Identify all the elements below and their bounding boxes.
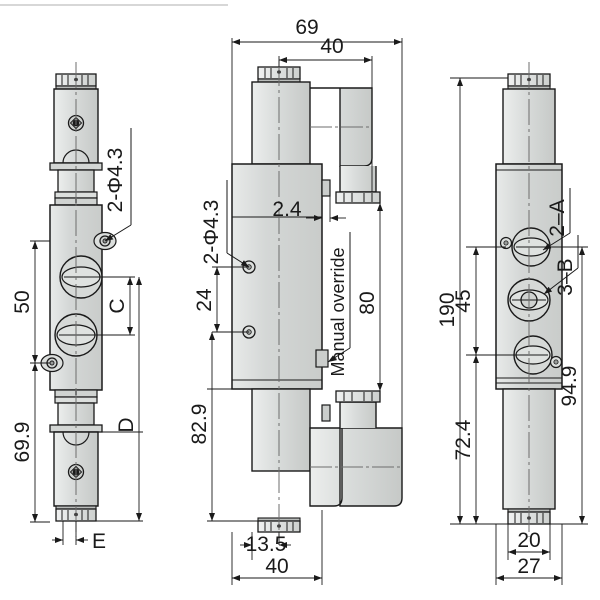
side-callout-leader xyxy=(226,180,250,268)
manual-override-tab-upper xyxy=(321,179,331,197)
dim-69-9: 69.9 xyxy=(11,422,34,463)
dim-D: D xyxy=(115,417,138,432)
front-callout-leader xyxy=(104,128,132,242)
side-main-body xyxy=(231,163,331,422)
side-upper-connector xyxy=(310,87,381,204)
dim-E: E xyxy=(92,530,106,553)
dim-20: 20 xyxy=(517,529,540,552)
front-port-a xyxy=(59,255,103,299)
manual-override-tab-lower xyxy=(321,404,331,422)
side-lower-connector xyxy=(309,390,403,507)
dim-50: 50 xyxy=(11,290,34,313)
side-upper-solenoid xyxy=(251,81,311,165)
callout-3-B: 3–B xyxy=(554,258,577,295)
dim-2-4: 2.4 xyxy=(272,198,302,221)
side-lower-solenoid xyxy=(251,388,311,472)
rear-callout-2a-leader xyxy=(542,188,571,251)
callout-2-phi-4-3-front: 2-Φ4.3 xyxy=(104,148,127,213)
side-top-dimension-lines xyxy=(231,38,403,428)
dim-94-9: 94.9 xyxy=(558,366,581,407)
dim-24: 24 xyxy=(193,288,216,312)
dim-72-4: 72.4 xyxy=(452,419,475,460)
side-left-dimension-lines xyxy=(207,266,258,522)
rear-callout-3b-leader xyxy=(543,235,579,295)
front-view-group: 50 69.9 C D E 2-Φ4.3 xyxy=(11,62,143,553)
rear-mounting-hole-lower xyxy=(549,355,563,369)
manual-override-leader xyxy=(327,232,351,363)
dim-27: 27 xyxy=(517,555,540,578)
rear-view-group: 190 45 72.4 94.9 20 27 2–A 3–B xyxy=(436,62,588,585)
rear-mounting-hole-upper xyxy=(499,236,513,250)
dim-82-9: 82.9 xyxy=(188,404,211,445)
dim-45: 45 xyxy=(452,289,475,312)
dim-C: C xyxy=(106,298,129,313)
dim-40-bottom: 40 xyxy=(265,555,288,578)
dim-13-5: 13.5 xyxy=(246,533,287,556)
callout-manual-override: Manual override xyxy=(328,247,348,376)
dim-80: 80 xyxy=(356,291,379,314)
dim-190: 190 xyxy=(436,292,459,327)
rear-port-lower xyxy=(513,335,553,375)
dim-40-top: 40 xyxy=(320,35,343,58)
rear-dimension-lines xyxy=(450,77,588,585)
callout-2-phi-4-3-side: 2-Φ4.3 xyxy=(200,200,223,265)
dim-2-4-lines xyxy=(306,196,346,222)
rear-port-2a xyxy=(511,227,551,267)
side-view-group: 69 40 2.4 24 82.9 2-Φ4.3 xyxy=(188,16,403,585)
side-bottom-dimension-lines xyxy=(231,510,323,585)
dim-69: 69 xyxy=(295,16,318,39)
callout-2-A: 2–A xyxy=(546,199,569,236)
manual-override-indicator xyxy=(315,349,329,368)
front-dimension-lines xyxy=(30,240,143,545)
